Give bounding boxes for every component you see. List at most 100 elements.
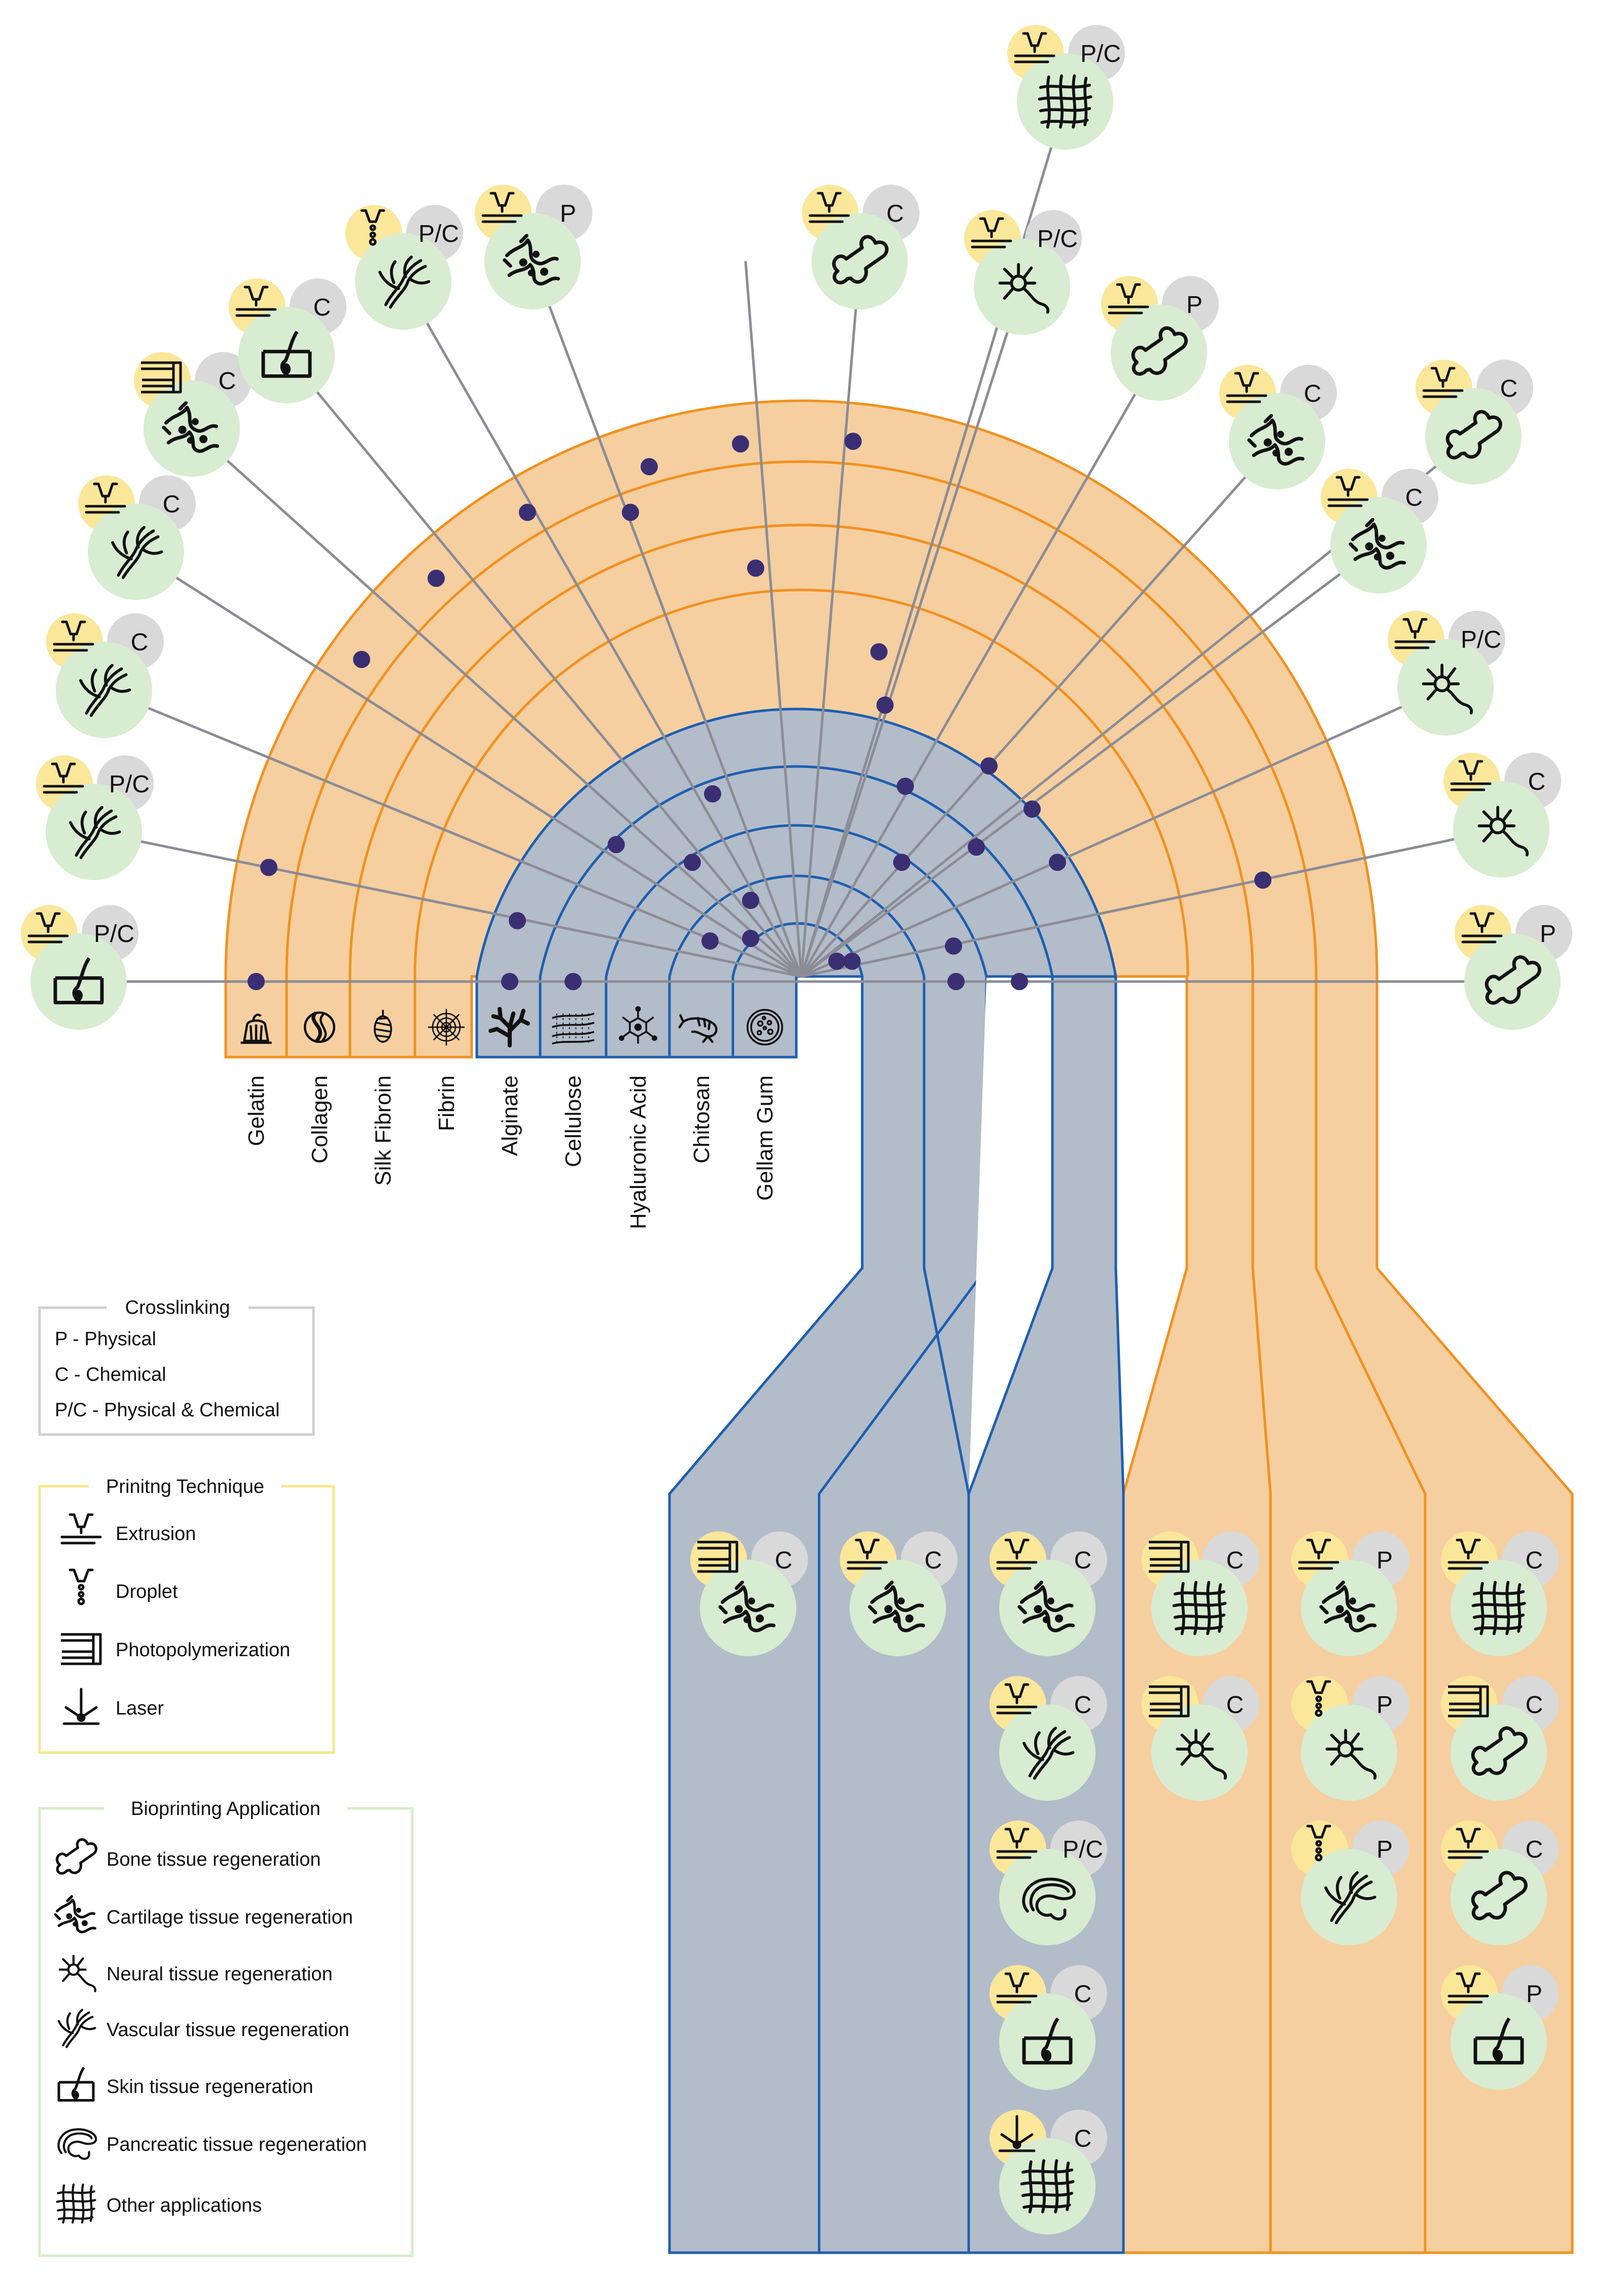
connector-dot — [519, 504, 536, 521]
crosslink-label: C — [1528, 768, 1546, 795]
connector-dot — [968, 838, 985, 856]
legend-technique-droplet: Droplet — [116, 1581, 178, 1602]
legend-crosslink-physical: P - Physical — [55, 1329, 156, 1350]
connector-dots — [248, 433, 1272, 990]
connector-dot — [248, 973, 265, 990]
connector-line — [800, 352, 1160, 977]
connector-dot — [980, 757, 998, 775]
badge: C — [1142, 1676, 1259, 1801]
connector-line — [800, 544, 1380, 978]
connector-dot — [1049, 854, 1066, 871]
connector-dot — [622, 504, 639, 521]
connector-dot — [428, 570, 445, 587]
crosslink-label: P/C — [109, 771, 150, 798]
legend-technique-laser: Laser — [116, 1698, 164, 1719]
crosslink-label: P/C — [418, 221, 459, 248]
crosslink-label: C — [1074, 1981, 1092, 2008]
badge: C — [78, 475, 196, 600]
crosslink-label: C — [775, 1547, 793, 1574]
application-badge — [1425, 388, 1522, 484]
crosslink-label: C — [163, 491, 181, 518]
connector-line — [800, 261, 861, 977]
legend-technique-title: Prinitng Technique — [106, 1476, 264, 1497]
crosslink-label: C — [313, 294, 331, 321]
badge: C — [1441, 1531, 1559, 1656]
connector-dot — [701, 932, 719, 950]
badge: P/C — [345, 205, 463, 330]
connector-dot — [1011, 973, 1028, 990]
material-label: Hyaluronic Acid — [626, 1075, 651, 1229]
legend-application-vascular: Vascular tissue regeneration — [107, 2019, 349, 2041]
application-badge — [1397, 639, 1494, 736]
badge: P — [1291, 1531, 1409, 1656]
badge: C — [46, 613, 164, 738]
material-label: Gelatin — [244, 1075, 269, 1146]
legend-crosslink-both: P/C - Physical & Chemical — [55, 1400, 279, 1421]
legend-application-neural: Neural tissue regeneration — [107, 1964, 333, 1985]
connector-dot — [608, 836, 625, 853]
application-badge — [1451, 1849, 1547, 1945]
legend-application-cartilage: Cartilage tissue regeneration — [107, 1907, 353, 1928]
crosslink-label: P — [1376, 1547, 1393, 1574]
badge: C — [1441, 1676, 1559, 1801]
application-badge — [811, 213, 908, 309]
legend-crosslinking: Crosslinking P - Physical C - Chemical P… — [38, 1295, 315, 1436]
material-label: Alginate — [498, 1075, 522, 1156]
crosslink-label: C — [1526, 1692, 1543, 1719]
connector-dot — [353, 651, 370, 668]
application-badge — [1453, 781, 1549, 878]
badge: C — [1441, 1821, 1559, 1945]
connector-line — [103, 688, 802, 978]
legend-application-bone: Bone tissue regeneration — [107, 1849, 321, 1870]
connector-line — [531, 261, 803, 977]
crosslink-label: P — [1526, 1981, 1542, 2008]
connector-dot — [509, 912, 526, 929]
crosslink-label: C — [887, 200, 904, 227]
application-badge — [1451, 1704, 1547, 1801]
crosslink-label: C — [1074, 2125, 1092, 2152]
badge: C — [690, 1531, 808, 1656]
badge: C — [990, 1676, 1107, 1801]
badge: P — [1101, 276, 1219, 401]
badge: P — [1291, 1676, 1409, 1801]
polysaccharide-band — [475, 708, 1125, 2254]
badge: P/C — [21, 905, 138, 1030]
connector-line — [800, 440, 1278, 977]
badge: P/C — [964, 210, 1082, 335]
badge: C — [1416, 360, 1533, 484]
crosslink-label: P — [1376, 1836, 1393, 1863]
badge: C — [990, 1531, 1107, 1656]
connector-dot — [704, 785, 721, 802]
connector-dot — [828, 953, 845, 970]
crosslink-label: P/C — [1037, 226, 1078, 253]
crosslink-label: P — [1186, 292, 1203, 319]
application-badge — [1464, 933, 1561, 1030]
badge: P/C — [1007, 25, 1125, 150]
connector-dot — [897, 778, 914, 795]
material-label: Chitosan — [689, 1075, 714, 1164]
application-badge — [1151, 1704, 1248, 1801]
badge: C — [1142, 1531, 1259, 1656]
material-label: Fibrin — [434, 1075, 459, 1131]
badge: P — [475, 185, 592, 309]
connector-dot — [564, 973, 582, 990]
crosslink-label: C — [1074, 1692, 1092, 1719]
badge: C — [1219, 365, 1337, 490]
crosslink-label: P — [1376, 1692, 1393, 1719]
crosslink-label: C — [1226, 1692, 1244, 1719]
badge: C — [802, 185, 920, 309]
connector-dot — [844, 433, 862, 450]
crosslink-label: C — [219, 368, 236, 395]
crosslink-label: P/C — [1461, 626, 1501, 653]
web-icon — [427, 1008, 466, 1046]
crosslink-label: C — [1074, 1547, 1092, 1574]
connector-line — [286, 354, 802, 977]
application-badge — [1017, 53, 1113, 150]
application-badge — [1151, 1560, 1248, 1656]
connector-dot — [684, 854, 701, 871]
legend-technique-extrusion: Extrusion — [116, 1523, 196, 1545]
crosslink-label: P — [1540, 921, 1556, 948]
